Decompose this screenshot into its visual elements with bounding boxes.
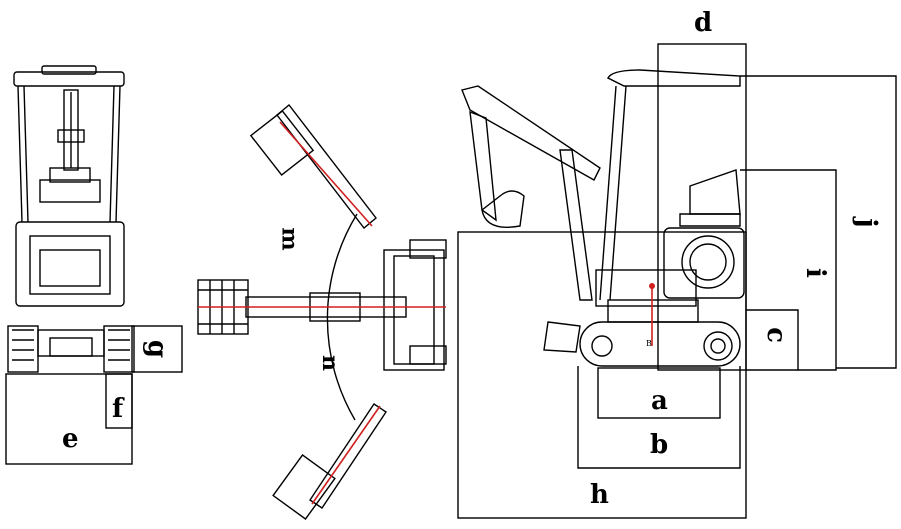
side-view [461,69,745,367]
top-view-swing [197,103,447,520]
label-c: c [760,327,791,343]
side-dimension-frames [457,43,897,519]
center-marker-label: B [646,339,652,348]
label-b: b [650,430,669,460]
label-a: a [651,386,668,416]
center-lines [198,121,653,505]
label-j: j [851,218,882,228]
label-g: g [142,339,173,359]
center-pivot-dot [649,283,655,289]
label-d: d [694,8,713,38]
front-view [7,65,135,373]
label-f: f [112,394,124,424]
label-e: e [62,424,79,454]
label-h: h [590,480,609,510]
front-dimension-boxes [5,325,183,465]
label-n: n [317,355,343,371]
label-m: m [276,227,303,251]
label-i: i [799,268,830,278]
